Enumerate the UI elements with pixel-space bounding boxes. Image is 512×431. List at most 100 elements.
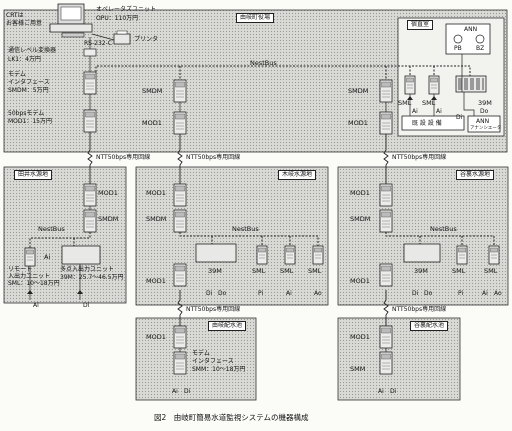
main-ai-1: Ai bbox=[412, 108, 418, 115]
39m-kiki-label: 39M bbox=[208, 267, 222, 275]
sml-kiki-2-label: SML bbox=[280, 267, 294, 275]
taniura-ai: Ai bbox=[482, 290, 488, 297]
site-taniura-pool bbox=[337, 317, 461, 401]
ntt-label-1: NTT50bps専用回線 bbox=[96, 154, 151, 161]
mod1-kiki-upper-label: MOD1 bbox=[146, 277, 166, 285]
smdm-kiki-link-label: SMDM bbox=[142, 87, 163, 95]
mod1-tai-device bbox=[83, 183, 97, 207]
tai-di: Di bbox=[83, 302, 90, 309]
nestbus-label-main: NestBus bbox=[250, 59, 277, 67]
smdm-label-2: インタフェース bbox=[8, 79, 50, 86]
mod1-kiki-pool-label: MOD1 bbox=[146, 333, 166, 341]
39m-main-label: 39M bbox=[478, 99, 492, 107]
smdm-taniura-device bbox=[379, 209, 393, 233]
smdm-kiki-label: SMDM bbox=[146, 215, 167, 223]
lk1-label-2: LK1：4万円 bbox=[8, 56, 41, 63]
mod1-kiki-upper-device bbox=[173, 263, 187, 287]
crt-note-2: お客様ご用意 bbox=[6, 20, 43, 27]
kiki-ai: Ai bbox=[286, 290, 292, 297]
39m-main-rack bbox=[455, 75, 487, 93]
mod1-label-2: MOD1：15万円 bbox=[8, 118, 52, 125]
printer-icon bbox=[113, 30, 131, 45]
taniura-di: Di bbox=[412, 290, 419, 297]
mod1-taniura-pool-label: MOD1 bbox=[350, 333, 370, 341]
sml-kiki-1-label: SML bbox=[252, 267, 266, 275]
rio-label-3: SML：10〜18万円 bbox=[8, 280, 60, 287]
smdm-taniura-link-label: SMDM bbox=[348, 87, 369, 95]
smdm-kiki-link-device bbox=[173, 79, 187, 103]
nestbus-label-taniura: NestBus bbox=[430, 225, 457, 233]
site-label-taniura: 谷裏水源地 bbox=[456, 170, 495, 180]
kiki-pi: Pi bbox=[258, 290, 264, 297]
sml-taniura-1 bbox=[456, 245, 468, 265]
ann-panel bbox=[445, 23, 491, 55]
kiki-ao: Ao bbox=[314, 290, 322, 297]
mod1-kiki-link-device bbox=[173, 111, 187, 135]
rio-label-1: リモート bbox=[8, 266, 33, 273]
smm-label-3: SMM：10〜18万円 bbox=[192, 366, 246, 373]
smm-label-1: モデム bbox=[192, 350, 210, 357]
sml-main-2-label: SML bbox=[422, 99, 436, 107]
mod1-tai-label: MOD1 bbox=[98, 189, 118, 197]
smm-taniura-pool-device bbox=[379, 351, 393, 375]
mod1-taniura-upper-label: MOD1 bbox=[350, 277, 370, 285]
site-label-main: 由岐町役場 bbox=[236, 13, 275, 23]
smdm-kiki-device bbox=[173, 209, 187, 233]
39m-taniura-rack bbox=[403, 243, 441, 263]
taniura-pool-ai: Ai bbox=[378, 388, 384, 395]
bz-icon bbox=[475, 34, 485, 44]
mod1-taniura-device bbox=[379, 183, 393, 207]
opu-label-2: OPU：110万円 bbox=[96, 15, 139, 22]
sml-taniura-2-label: SML bbox=[484, 267, 498, 275]
mod1-label-1: 50bpsモデム bbox=[8, 110, 45, 117]
sml-taniura-1-label: SML bbox=[452, 267, 466, 275]
39m-taniura-label: 39M bbox=[414, 267, 428, 275]
mod1-taniura-label: MOD1 bbox=[350, 189, 370, 197]
site-label-duty-room: 宿直室 bbox=[407, 20, 434, 30]
mod1-taniura-link-device bbox=[379, 111, 393, 135]
smm-label-2: インタフェース bbox=[192, 358, 234, 365]
nestbus-label-kiki: NestBus bbox=[232, 225, 259, 233]
smdm-tai-device bbox=[83, 209, 97, 233]
existing-equipment-box bbox=[401, 115, 465, 131]
mod1-taniura-upper-device bbox=[379, 263, 393, 287]
mio-label-1: 多点入出力ユニット bbox=[60, 266, 115, 273]
site-kiki-pool bbox=[135, 317, 257, 401]
kiki-di: Di bbox=[206, 290, 213, 297]
ntt-label-5: NTT50bps専用回線 bbox=[392, 306, 447, 313]
site-label-kiki: 木岐水源地 bbox=[278, 170, 317, 180]
nestbus-label-tai: NestBus bbox=[38, 225, 65, 233]
main-di: Di bbox=[456, 114, 463, 121]
tai-ai: Ai bbox=[33, 302, 39, 309]
smdm-tai-label: SMDM bbox=[98, 215, 119, 223]
mod1-kiki-device bbox=[173, 183, 187, 207]
sml-kiki-1 bbox=[256, 245, 268, 265]
sml-main-1-label: SML bbox=[398, 99, 412, 107]
ntt-label-3: NTT50bps専用回線 bbox=[392, 154, 447, 161]
lk1-converter-icon bbox=[83, 48, 97, 57]
site-label-taniura-pool: 谷裏配水池 bbox=[410, 321, 449, 331]
ntt-label-4: NTT50bps専用回線 bbox=[186, 306, 241, 313]
39m-kiki-rack bbox=[195, 243, 237, 263]
kiki-do: Do bbox=[218, 290, 227, 297]
main-ai-2: Ai bbox=[436, 108, 442, 115]
smm-taniura-pool-label: SMM bbox=[350, 365, 366, 373]
smdm-taniura-label: SMDM bbox=[350, 215, 371, 223]
figure-caption: 図2 由岐町簡易水道監視システムの機器構成 bbox=[154, 413, 309, 422]
kiki-pool-di: Di bbox=[184, 388, 191, 395]
taniura-pool-di: Di bbox=[390, 388, 397, 395]
mod1-kiki-pool-device bbox=[173, 325, 187, 349]
smdm-taniura-link-device bbox=[379, 79, 393, 103]
sml-main-1 bbox=[404, 75, 416, 95]
mod1-taniura-link-label: MOD1 bbox=[348, 119, 368, 127]
rs232c-label: RS-232-C bbox=[84, 40, 112, 47]
crt-computer-icon bbox=[49, 3, 93, 38]
sml-kiki-2 bbox=[284, 245, 296, 265]
existing-equipment-label: 既 設 設 備 bbox=[412, 120, 442, 127]
39m-tai-rack bbox=[61, 245, 101, 265]
main-do: Do bbox=[480, 108, 489, 115]
mod1-kiki-label: MOD1 bbox=[146, 189, 166, 197]
bz-label: BZ bbox=[476, 45, 485, 52]
